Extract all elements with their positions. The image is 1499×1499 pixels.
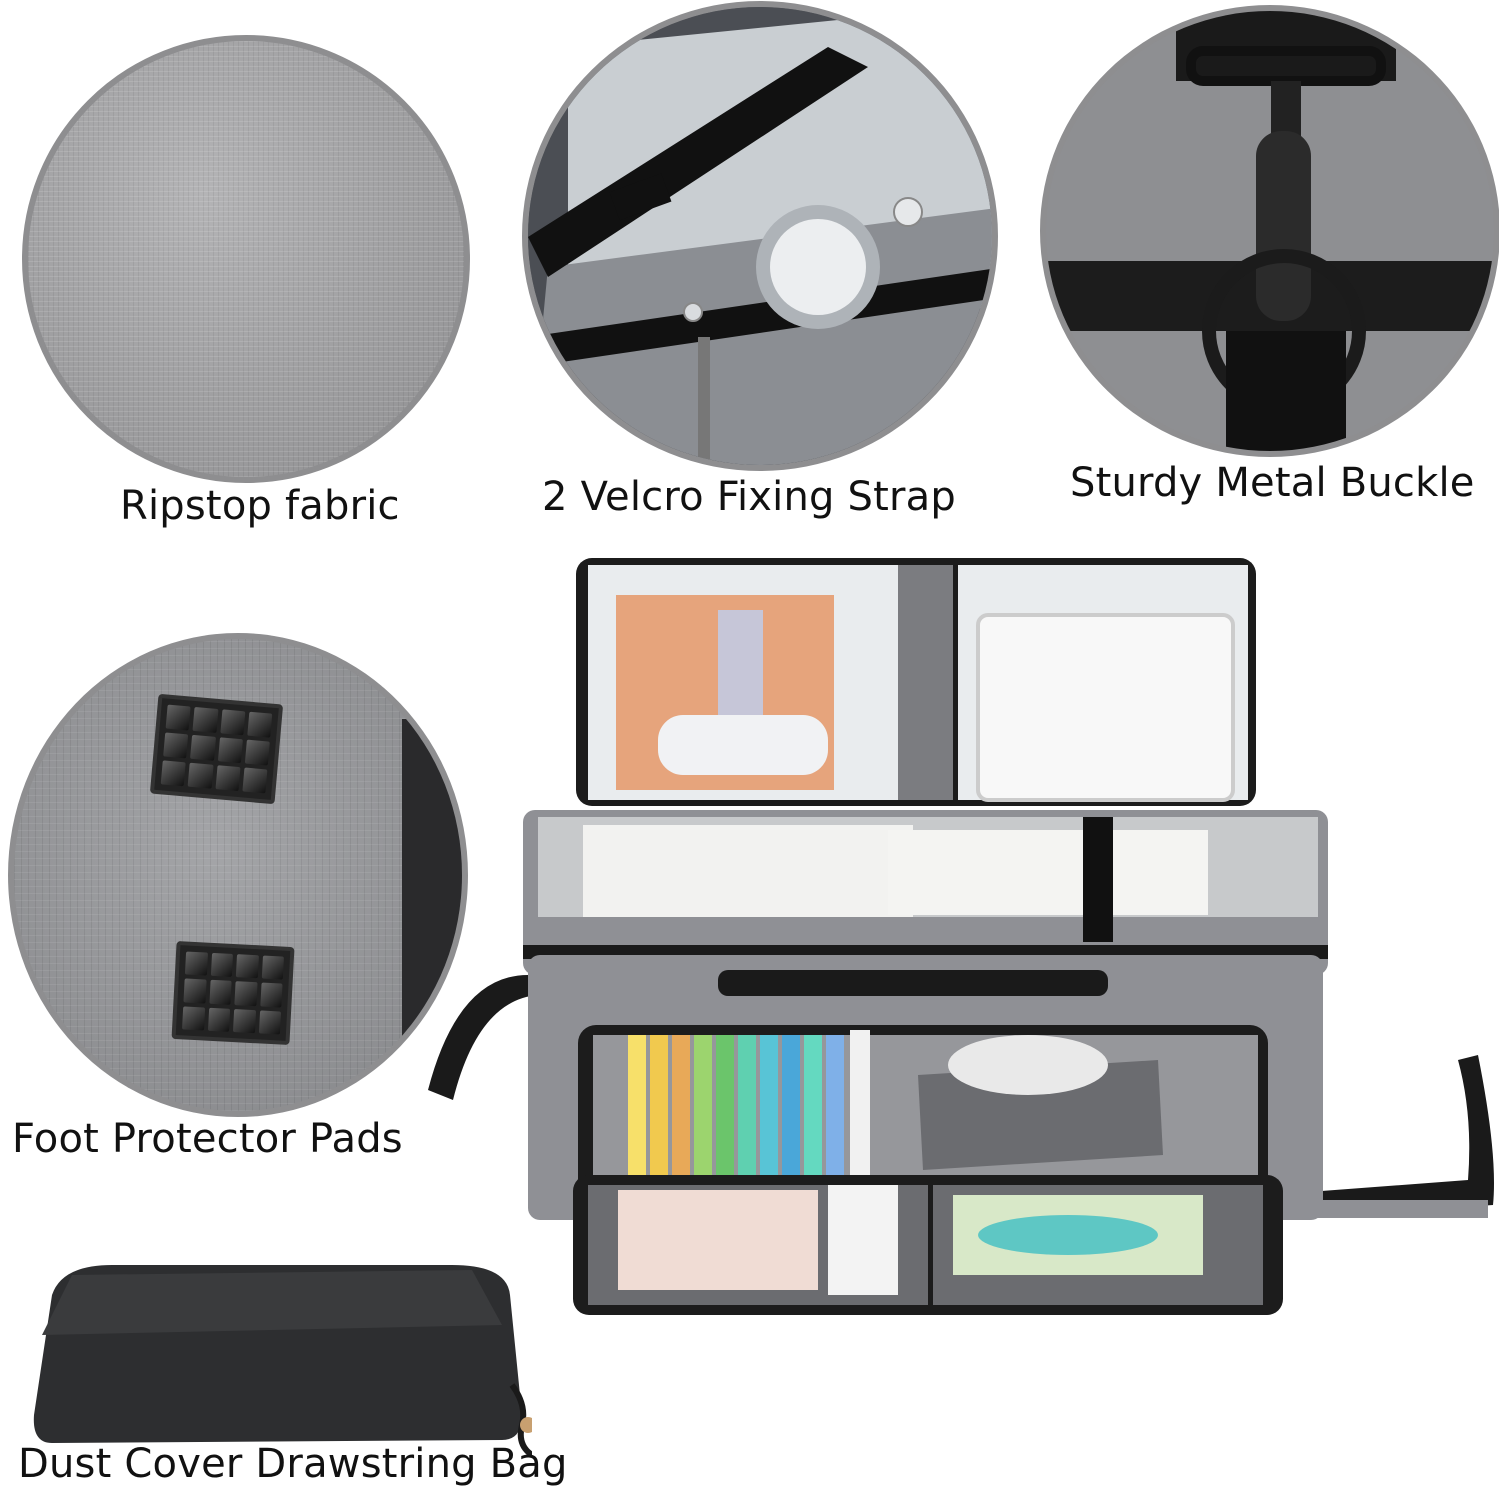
metal-buckle-caption: Sturdy Metal Buckle: [1070, 460, 1475, 506]
dust-cover-caption: Dust Cover Drawstring Bag: [18, 1441, 568, 1487]
foot-pad-lower: [171, 940, 295, 1046]
marker-set-front: [628, 1030, 870, 1185]
foot-pad-upper: [149, 693, 284, 805]
shoulder-strap-left: [428, 975, 538, 1100]
metal-buckle-illustration: [1046, 11, 1494, 451]
foot-protector-pads-closeup: [8, 633, 468, 1117]
tablet: [976, 613, 1235, 802]
velcro-strap-closeup: [522, 1, 998, 471]
velcro-strap-caption: 2 Velcro Fixing Strap: [542, 474, 956, 520]
metal-buckle-closeup: [1040, 5, 1499, 457]
dust-cover-drawstring-bag: [33, 1265, 532, 1455]
ripstop-fabric-caption: Ripstop fabric: [120, 483, 400, 529]
velcro-strap-illustration: [528, 7, 992, 465]
foot-pads-caption: Foot Protector Pads: [12, 1116, 403, 1162]
velcro-strap: [1083, 817, 1113, 942]
ripstop-fabric-closeup: [22, 35, 470, 483]
carry-handle: [718, 970, 1108, 996]
craft-machine-carrying-bag: [428, 558, 1494, 1315]
